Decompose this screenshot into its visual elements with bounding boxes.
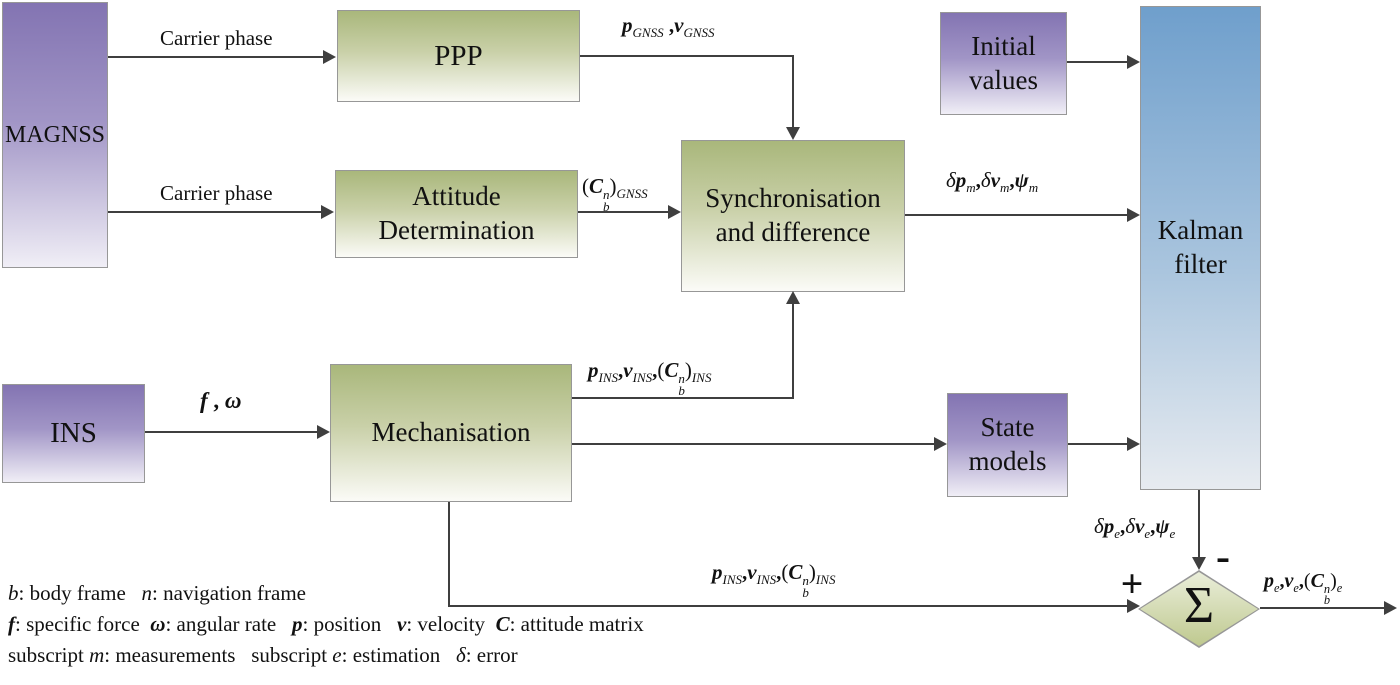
arrowhead: [786, 291, 800, 304]
sum-junction: [1138, 570, 1260, 648]
label-carrier-phase-top: Carrier phase: [160, 26, 273, 50]
box-attitude-label: Attitude Determination: [378, 181, 535, 245]
box-initial-values: Initial values: [940, 12, 1067, 115]
box-ppp-label: PPP: [434, 39, 483, 72]
label-p-gnss: pGNSS ,vGNSS: [622, 13, 715, 41]
edge-sum-output: [1260, 607, 1386, 609]
box-ins: INS: [2, 384, 145, 483]
plus-sign: +: [1120, 561, 1144, 606]
box-sync-label: Synchronisation and difference: [705, 183, 881, 247]
edge-mech-sync-v: [792, 303, 794, 399]
arrowhead: [934, 437, 947, 451]
legend-line-1: b: body frame n: navigation frame: [8, 581, 306, 605]
arrowhead: [1192, 557, 1206, 570]
box-kalman-filter: Kalman filter: [1140, 6, 1261, 490]
edge-attitude-sync: [578, 211, 670, 213]
box-kalman-label: Kalman filter: [1157, 215, 1244, 279]
box-ppp: PPP: [337, 10, 580, 102]
arrowhead: [1127, 437, 1140, 451]
arrowhead: [323, 50, 336, 64]
minus-sign: -: [1216, 534, 1230, 580]
edge-mech-state: [572, 443, 936, 445]
arrowhead: [1127, 599, 1140, 613]
edge-mech-sync-h: [572, 397, 794, 399]
edge-ppp-sync-h: [580, 55, 794, 57]
arrowhead: [786, 127, 800, 140]
arrowhead: [1127, 208, 1140, 222]
arrowhead: [317, 425, 330, 439]
box-state-models: State models: [947, 393, 1068, 497]
edge-ins-mech: [145, 431, 319, 433]
arrowhead: [1384, 601, 1397, 615]
legend-line-2: f: specific force ω: angular rate p: pos…: [8, 612, 644, 636]
box-synchronisation: Synchronisation and difference: [681, 140, 905, 292]
edge-magnss-attitude: [108, 211, 322, 213]
edge-state-kalman: [1068, 443, 1129, 445]
edge-initial-kalman: [1067, 61, 1129, 63]
arrowhead: [668, 205, 681, 219]
arrowhead: [1127, 55, 1140, 69]
edge-mech-sum-v: [448, 502, 450, 607]
edge-kalman-sum: [1198, 490, 1200, 558]
box-attitude-determination: Attitude Determination: [335, 170, 578, 258]
box-mechanisation: Mechanisation: [330, 364, 572, 502]
edge-mech-sum-h: [448, 605, 1129, 607]
label-dpe: δpe,δve,ψe: [1094, 514, 1176, 542]
box-initial-label: Initial values: [969, 30, 1038, 95]
arrowhead: [321, 205, 334, 219]
edge-sync-kalman: [905, 214, 1129, 216]
edge-magnss-ppp: [108, 56, 324, 58]
edge-ppp-sync-v: [792, 55, 794, 128]
sigma-symbol: Σ: [1183, 576, 1215, 634]
label-f-omega: f , ω: [200, 388, 242, 413]
box-magnss: MAGNSS: [2, 2, 108, 268]
box-magnss-label: MAGNSS: [4, 122, 106, 148]
legend-line-3: subscript m: measurements subscript e: e…: [8, 643, 518, 667]
label-carrier-phase-bottom: Carrier phase: [160, 181, 273, 205]
label-dpm: δpm,δvm,ψm: [946, 168, 1039, 196]
box-ins-label: INS: [50, 417, 97, 450]
box-mech-label: Mechanisation: [371, 417, 531, 448]
box-state-label: State models: [968, 412, 1047, 476]
